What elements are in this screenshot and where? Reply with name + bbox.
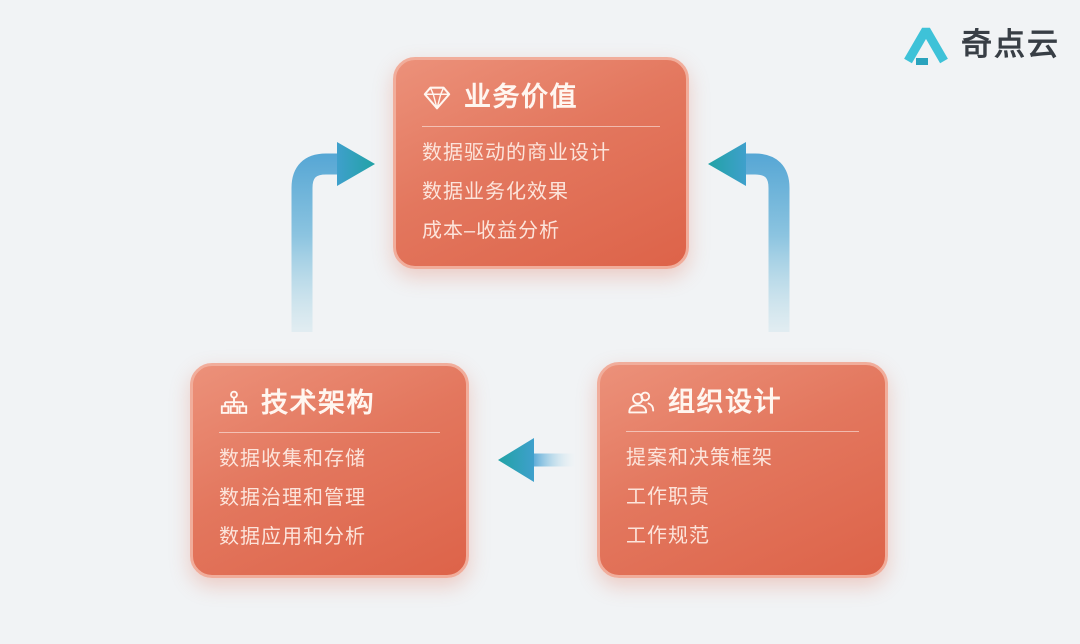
card-title: 业务价值 (464, 82, 578, 112)
arrow-org-to-tech (498, 438, 576, 482)
sitemap-icon (220, 390, 248, 414)
card-item: 数据收集和存储 (219, 448, 366, 471)
card-header: 业务价值 (422, 82, 660, 113)
card-item: 提案和决策框架 (626, 447, 773, 470)
card-item: 工作职责 (626, 486, 710, 509)
people-icon (628, 391, 655, 413)
card-item: 数据治理和管理 (219, 487, 366, 510)
card-item: 数据应用和分析 (219, 526, 366, 549)
brand-logo: 奇点云 (901, 22, 1060, 66)
card-divider (219, 432, 440, 434)
card-item: 数据驱动的商业设计 (422, 142, 611, 165)
card-business-value: 业务价值 数据驱动的商业设计 数据业务化效果 成本–收益分析 (393, 57, 689, 269)
card-org-design: 组织设计 提案和决策框架 工作职责 工作规范 (597, 362, 888, 578)
card-item-list: 提案和决策框架 工作职责 工作规范 (626, 447, 859, 547)
card-divider (422, 126, 660, 128)
qidianyun-logo-icon (904, 27, 948, 65)
brand-name: 奇点云 (961, 26, 1060, 62)
card-item: 数据业务化效果 (422, 181, 569, 204)
diamond-icon (423, 86, 451, 109)
card-item: 工作规范 (626, 525, 710, 548)
card-item-list: 数据收集和存储 数据治理和管理 数据应用和分析 (219, 448, 440, 548)
card-tech-architecture: 技术架构 数据收集和存储 数据治理和管理 数据应用和分析 (190, 363, 469, 578)
arrow-tech-to-business (291, 142, 375, 332)
arrow-org-to-business (708, 142, 790, 332)
card-header: 组织设计 (626, 387, 859, 418)
card-title: 组织设计 (668, 387, 782, 417)
card-item: 成本–收益分析 (422, 220, 561, 243)
card-item-list: 数据驱动的商业设计 数据业务化效果 成本–收益分析 (422, 142, 660, 242)
card-divider (626, 431, 859, 433)
card-title: 技术架构 (261, 388, 375, 418)
card-header: 技术架构 (219, 388, 440, 419)
